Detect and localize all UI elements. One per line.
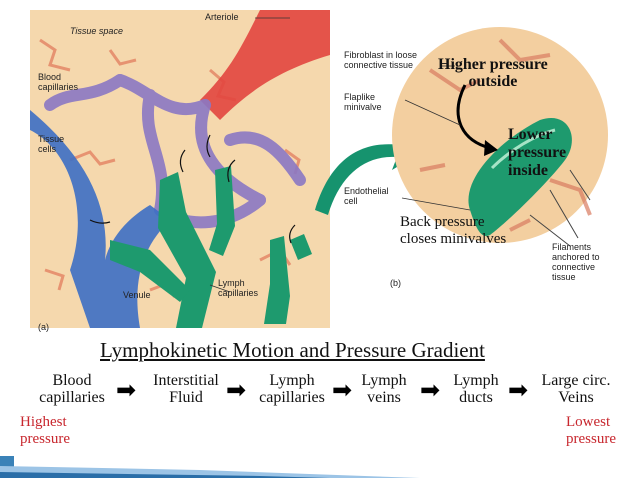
label-filaments: Filaments anchored to connective tissue [552, 242, 600, 282]
label-arteriole: Arteriole [205, 12, 239, 22]
label-blood-capillaries: Blood capillaries [38, 72, 78, 92]
label-fibroblast: Fibroblast in loose connective tissue [344, 50, 417, 70]
panel-b-label: (b) [390, 278, 401, 288]
right-arrow-icon: ➡ [226, 378, 246, 402]
right-arrow-icon: ➡ [508, 378, 528, 402]
label-tissue-space: Tissue space [70, 26, 123, 36]
right-arrow-icon: ➡ [420, 378, 440, 402]
highest-pressure-label: Highest pressure [20, 414, 70, 448]
lowest-pressure-label: Lowest pressure [566, 414, 616, 448]
step-lymph-veins: Lymph veins [352, 372, 416, 406]
label-flaplike-minivalve: Flaplike minivalve [344, 92, 382, 112]
footer-swoosh [0, 456, 638, 478]
right-arrow-icon: ➡ [332, 378, 352, 402]
label-lymph-capillaries: Lymph capillaries [218, 278, 258, 298]
annotation-higher-pressure: Higher pressure outside [438, 56, 548, 90]
label-tissue-cells: Tissue cells [38, 134, 64, 154]
step-lymph-ducts: Lymph ducts [444, 372, 508, 406]
annotation-back-pressure: Back pressure closes minivalves [400, 214, 506, 248]
right-arrow-icon: ➡ [116, 378, 136, 402]
label-endothelial-cell: Endothelial cell [344, 186, 389, 206]
gradient-title: Lymphokinetic Motion and Pressure Gradie… [100, 338, 485, 363]
step-blood-capillaries: Blood capillaries [30, 372, 114, 406]
step-lymph-capillaries: Lymph capillaries [250, 372, 334, 406]
label-venule: Venule [123, 290, 151, 300]
step-interstitial-fluid: Interstitial Fluid [144, 372, 228, 406]
panel-a-label: (a) [38, 322, 49, 332]
step-large-circ-veins: Large circ. Veins [530, 372, 622, 406]
annotation-lower-pressure: Lower pressure inside [508, 126, 566, 180]
